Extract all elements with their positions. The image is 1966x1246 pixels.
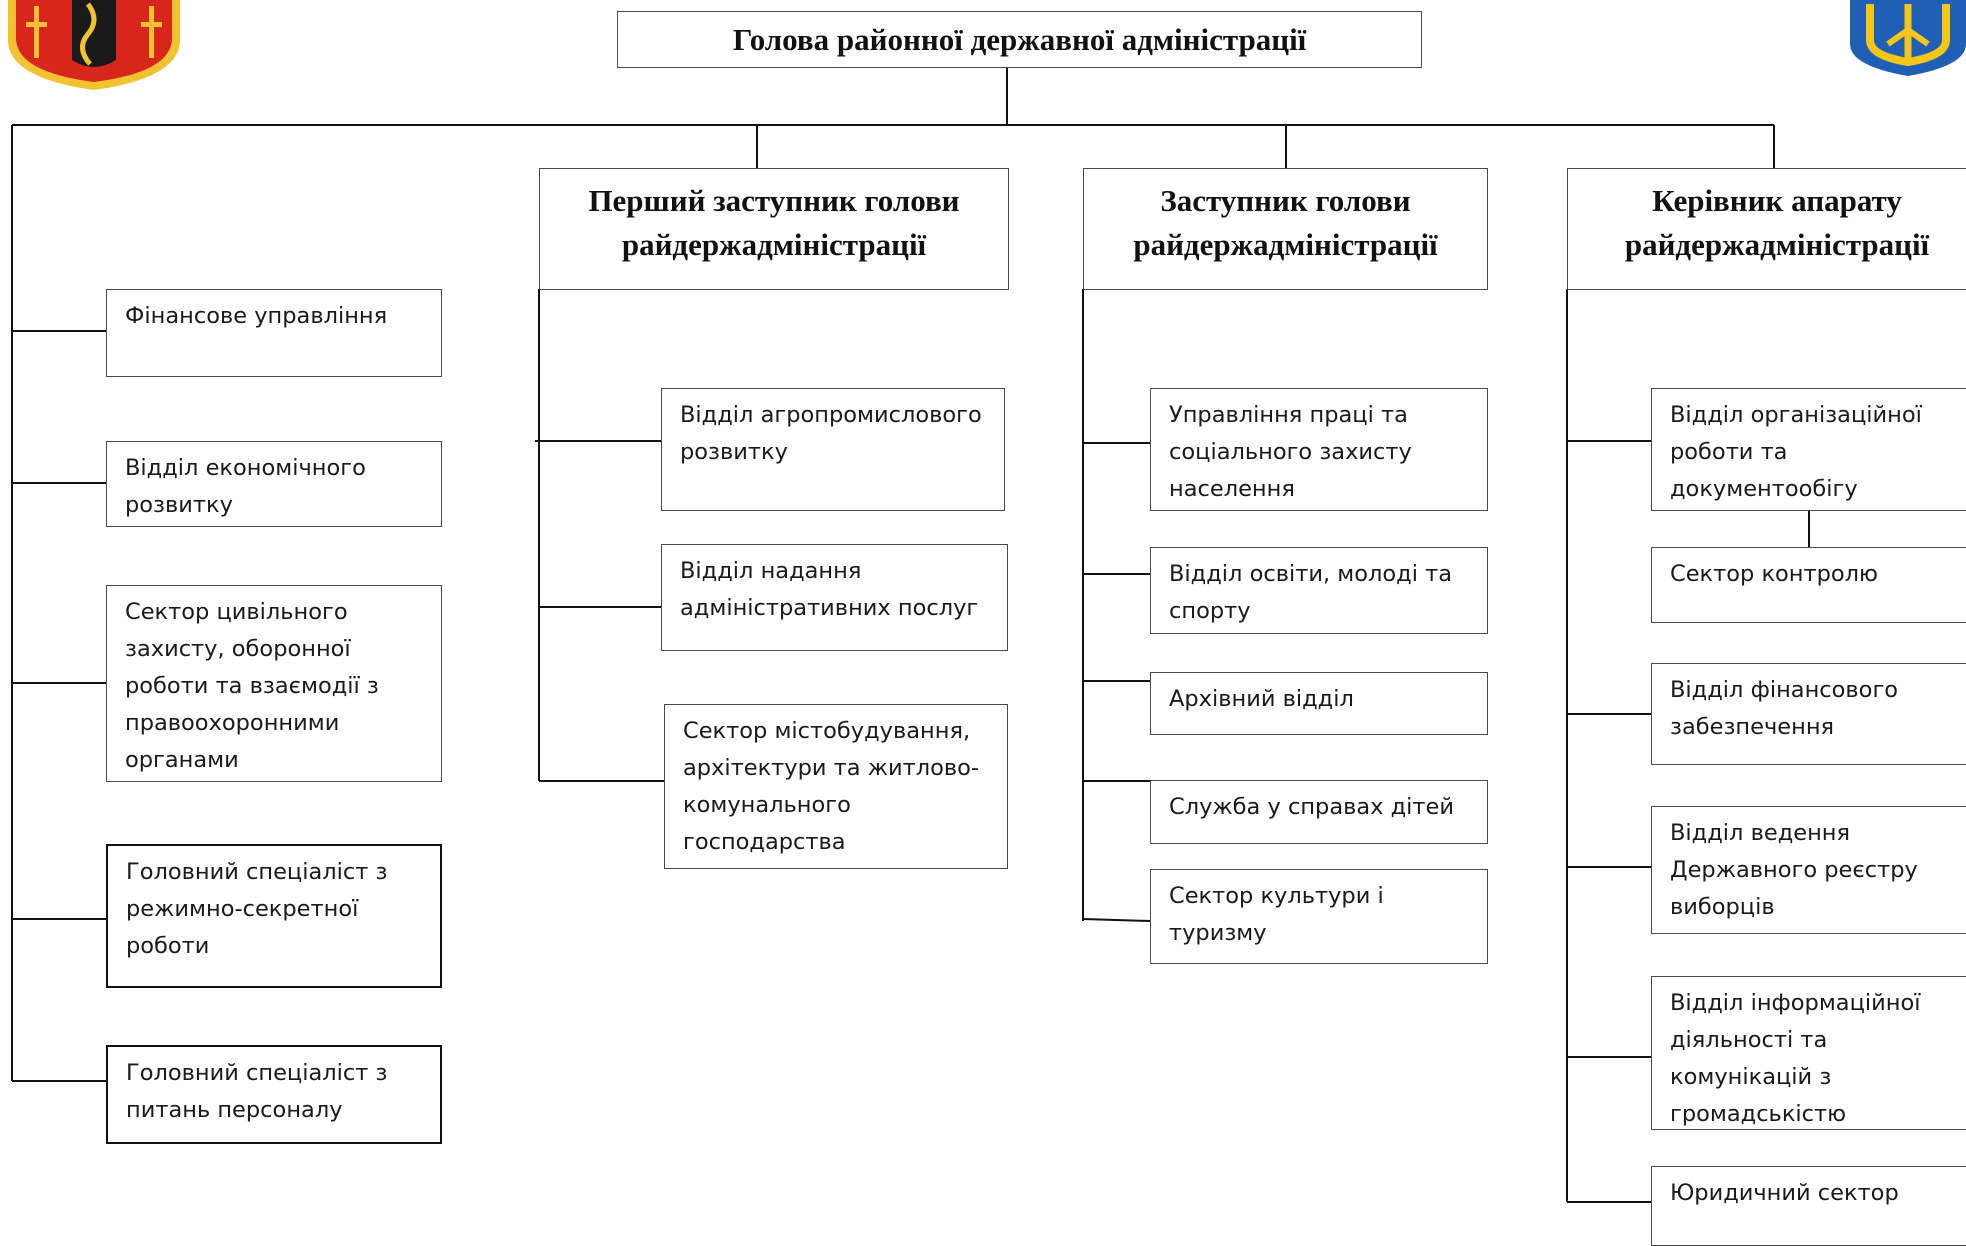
- unit-label: Головний спеціаліст з питань персоналу: [126, 1060, 388, 1123]
- unit-culture-tourism: Сектор культури і туризму: [1150, 869, 1488, 964]
- deputy-title-line2: райдержадміністрації: [1133, 227, 1438, 262]
- unit-personnel-specialist: Головний спеціаліст з питань персоналу: [106, 1045, 442, 1144]
- unit-education-youth-sport: Відділ освіти, молоді та спорту: [1150, 547, 1488, 634]
- unit-control-sector: Сектор контролю: [1651, 547, 1966, 623]
- unit-label: Архівний відділ: [1169, 686, 1354, 712]
- unit-label: Фінансове управління: [125, 303, 388, 329]
- unit-label: Сектор контролю: [1670, 561, 1878, 587]
- unit-label: Сектор містобудування, архітектури та жи…: [683, 718, 979, 855]
- unit-label: Відділ економічного розвитку: [125, 455, 366, 518]
- unit-secret-regime-specialist: Головний спеціаліст з режимно-секретної …: [106, 844, 442, 988]
- unit-children-affairs: Служба у справах дітей: [1150, 780, 1488, 844]
- unit-label: Сектор культури і туризму: [1169, 883, 1384, 946]
- chief-of-staff-title-line2: райдержадміністрації: [1624, 227, 1930, 262]
- deputy-title-line1: Заступник голови: [1160, 183, 1411, 218]
- unit-civil-protection: Сектор цивільного захисту, оборонної роб…: [106, 585, 442, 782]
- unit-financial-support: Відділ фінансового забезпечення: [1651, 663, 1966, 765]
- deputy-box: Заступник голови райдержадміністрації: [1083, 168, 1488, 290]
- unit-economic-development: Відділ економічного розвитку: [106, 441, 442, 527]
- first-deputy-title-line2: райдержадміністрації: [621, 227, 927, 262]
- district-coat-of-arms-icon: [4, 0, 184, 90]
- unit-financial-department: Фінансове управління: [106, 289, 442, 377]
- unit-label: Управління праці та соціального захисту …: [1169, 402, 1412, 502]
- unit-label: Відділ організаційної роботи та документ…: [1670, 402, 1922, 502]
- unit-label: Сектор цивільного захисту, оборонної роб…: [125, 599, 379, 773]
- unit-voter-register: Відділ ведення Державного реєстру виборц…: [1651, 806, 1966, 934]
- unit-label: Відділ агропромислового розвитку: [680, 402, 982, 465]
- unit-archive-department: Архівний відділ: [1150, 672, 1488, 735]
- unit-legal-sector: Юридичний сектор: [1651, 1166, 1966, 1246]
- unit-agro-development: Відділ агропромислового розвитку: [661, 388, 1005, 511]
- unit-label: Юридичний сектор: [1670, 1180, 1899, 1206]
- head-box: Голова районної державної адміністрації: [617, 11, 1422, 68]
- first-deputy-title-line1: Перший заступник голови: [588, 183, 960, 218]
- ukraine-trident-coat-of-arms-icon: [1850, 0, 1966, 76]
- first-deputy-box: Перший заступник голови райдержадміністр…: [539, 168, 1009, 290]
- unit-organizational-work: Відділ організаційної роботи та документ…: [1651, 388, 1966, 511]
- chief-of-staff-box: Керівник апарату райдержадміністрації: [1567, 168, 1966, 290]
- unit-label: Відділ освіти, молоді та спорту: [1169, 561, 1453, 624]
- unit-label: Служба у справах дітей: [1169, 794, 1455, 820]
- unit-labor-social-protection: Управління праці та соціального захисту …: [1150, 388, 1488, 511]
- unit-label: Відділ фінансового забезпечення: [1670, 677, 1899, 740]
- unit-label: Відділ інформаційної діяльності та комун…: [1670, 990, 1921, 1127]
- chief-of-staff-title-line1: Керівник апарату: [1652, 183, 1902, 218]
- head-title: Голова районної державної адміністрації: [732, 22, 1307, 57]
- unit-label: Головний спеціаліст з режимно-секретної …: [126, 859, 388, 959]
- unit-label: Відділ ведення Державного реєстру виборц…: [1670, 820, 1918, 920]
- unit-information-communications: Відділ інформаційної діяльності та комун…: [1651, 976, 1966, 1130]
- unit-urban-planning: Сектор містобудування, архітектури та жи…: [664, 704, 1008, 869]
- unit-administrative-services: Відділ надання адміністративних послуг: [661, 544, 1008, 651]
- unit-label: Відділ надання адміністративних послуг: [680, 558, 979, 621]
